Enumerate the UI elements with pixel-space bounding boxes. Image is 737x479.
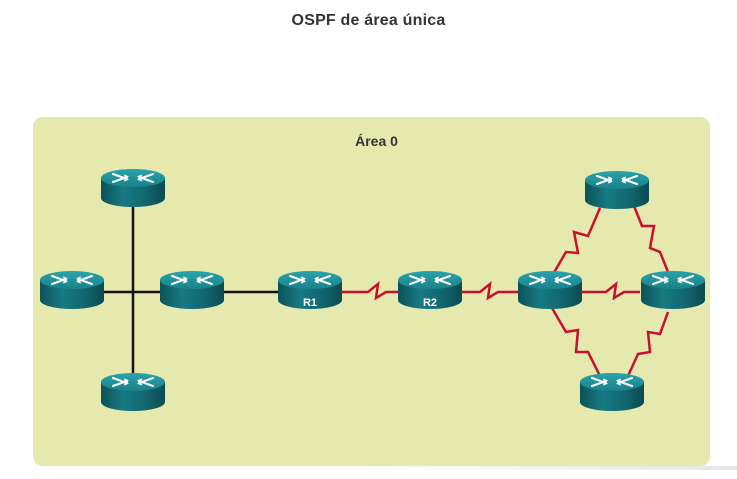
serial-link-right-bottomright [626,311,670,377]
serial-link-topright-right [632,205,670,273]
serial-link-r2-hub [460,281,520,301]
serial-link-hub-bottomright [550,307,602,377]
serial-link-hub-right [580,281,640,301]
router-r1[interactable]: R1 [277,270,343,310]
router-r2[interactable]: R2 [397,270,463,310]
serial-link-r1-r2 [340,281,400,301]
router-bottom-left[interactable] [100,372,166,412]
router-hub[interactable] [517,270,583,310]
router-left[interactable] [39,270,105,310]
serial-links [340,205,670,377]
divider [370,466,737,470]
router-top-right[interactable] [584,170,650,210]
router-bottom-right[interactable] [579,372,645,412]
router-r2-label: R2 [423,297,437,309]
area-label: Área 0 [355,133,398,149]
page-title: OSPF de área única [291,12,446,29]
router-r1-label: R1 [303,297,317,309]
router-top-left[interactable] [100,168,166,208]
serial-link-hub-topright [550,207,602,277]
router-center-left[interactable] [159,270,225,310]
router-right[interactable] [640,270,706,310]
